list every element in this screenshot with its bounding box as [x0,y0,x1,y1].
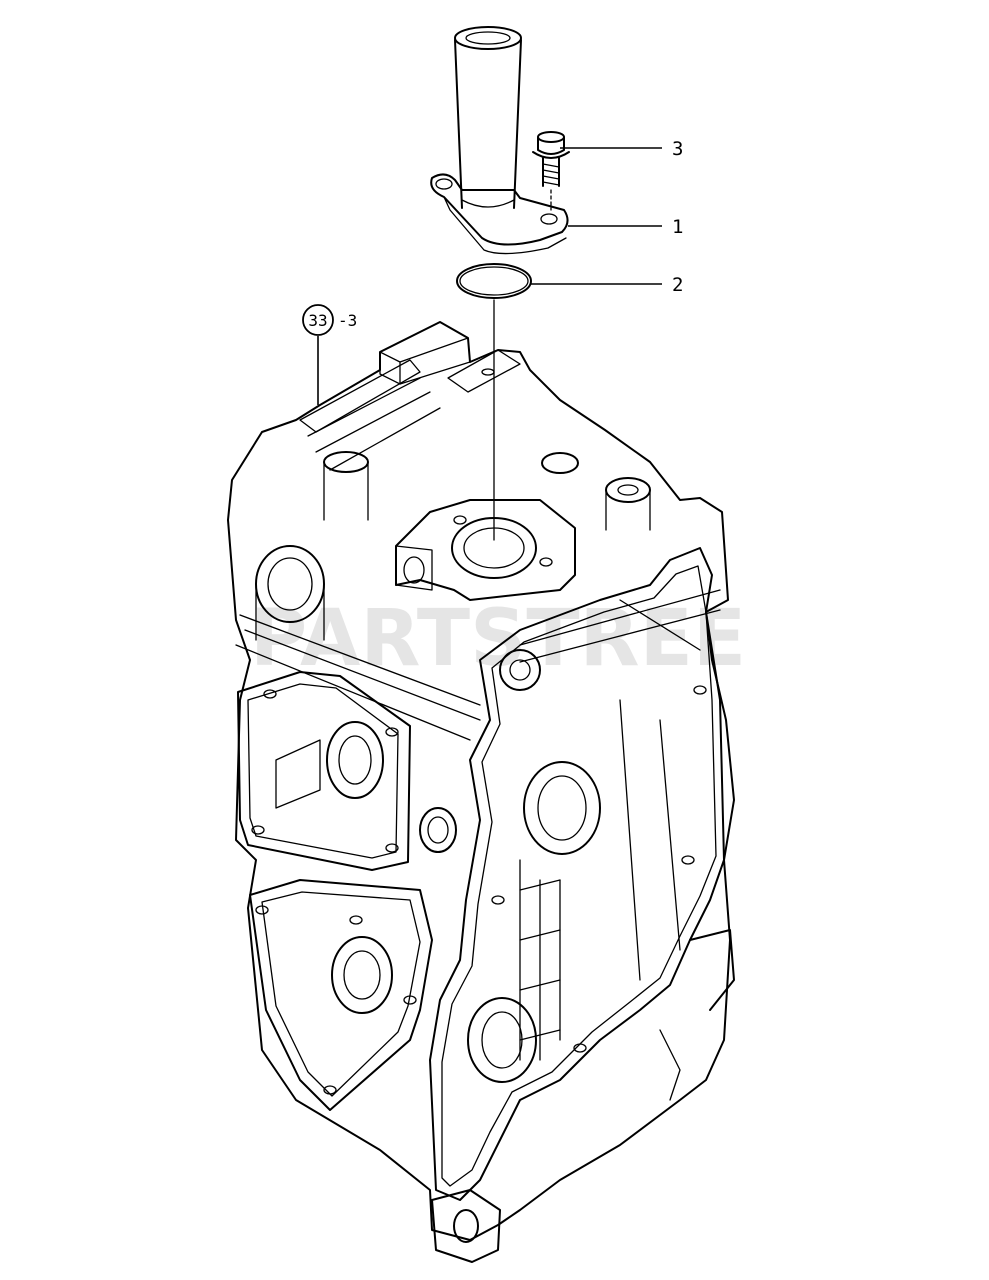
leader-lines [317,147,662,405]
callout-2: 2 [672,274,683,296]
callout-1: 1 [672,216,683,238]
part-3-bolt[interactable] [532,131,570,211]
callout-ref-33-3: 33 -3 [302,304,357,336]
svg-text:3: 3 [672,138,683,160]
callout-3: 3 [672,138,683,160]
transmission-case[interactable] [227,321,735,1263]
ref-circle-number: 33 [308,311,327,330]
ref-suffix: -3 [338,311,357,330]
svg-text:2: 2 [672,274,683,296]
part-2-o-ring[interactable] [456,263,532,299]
svg-text:1: 1 [672,216,683,238]
watermark: PARTSTREE [250,594,746,684]
part-1-filler-tube[interactable] [430,26,569,255]
